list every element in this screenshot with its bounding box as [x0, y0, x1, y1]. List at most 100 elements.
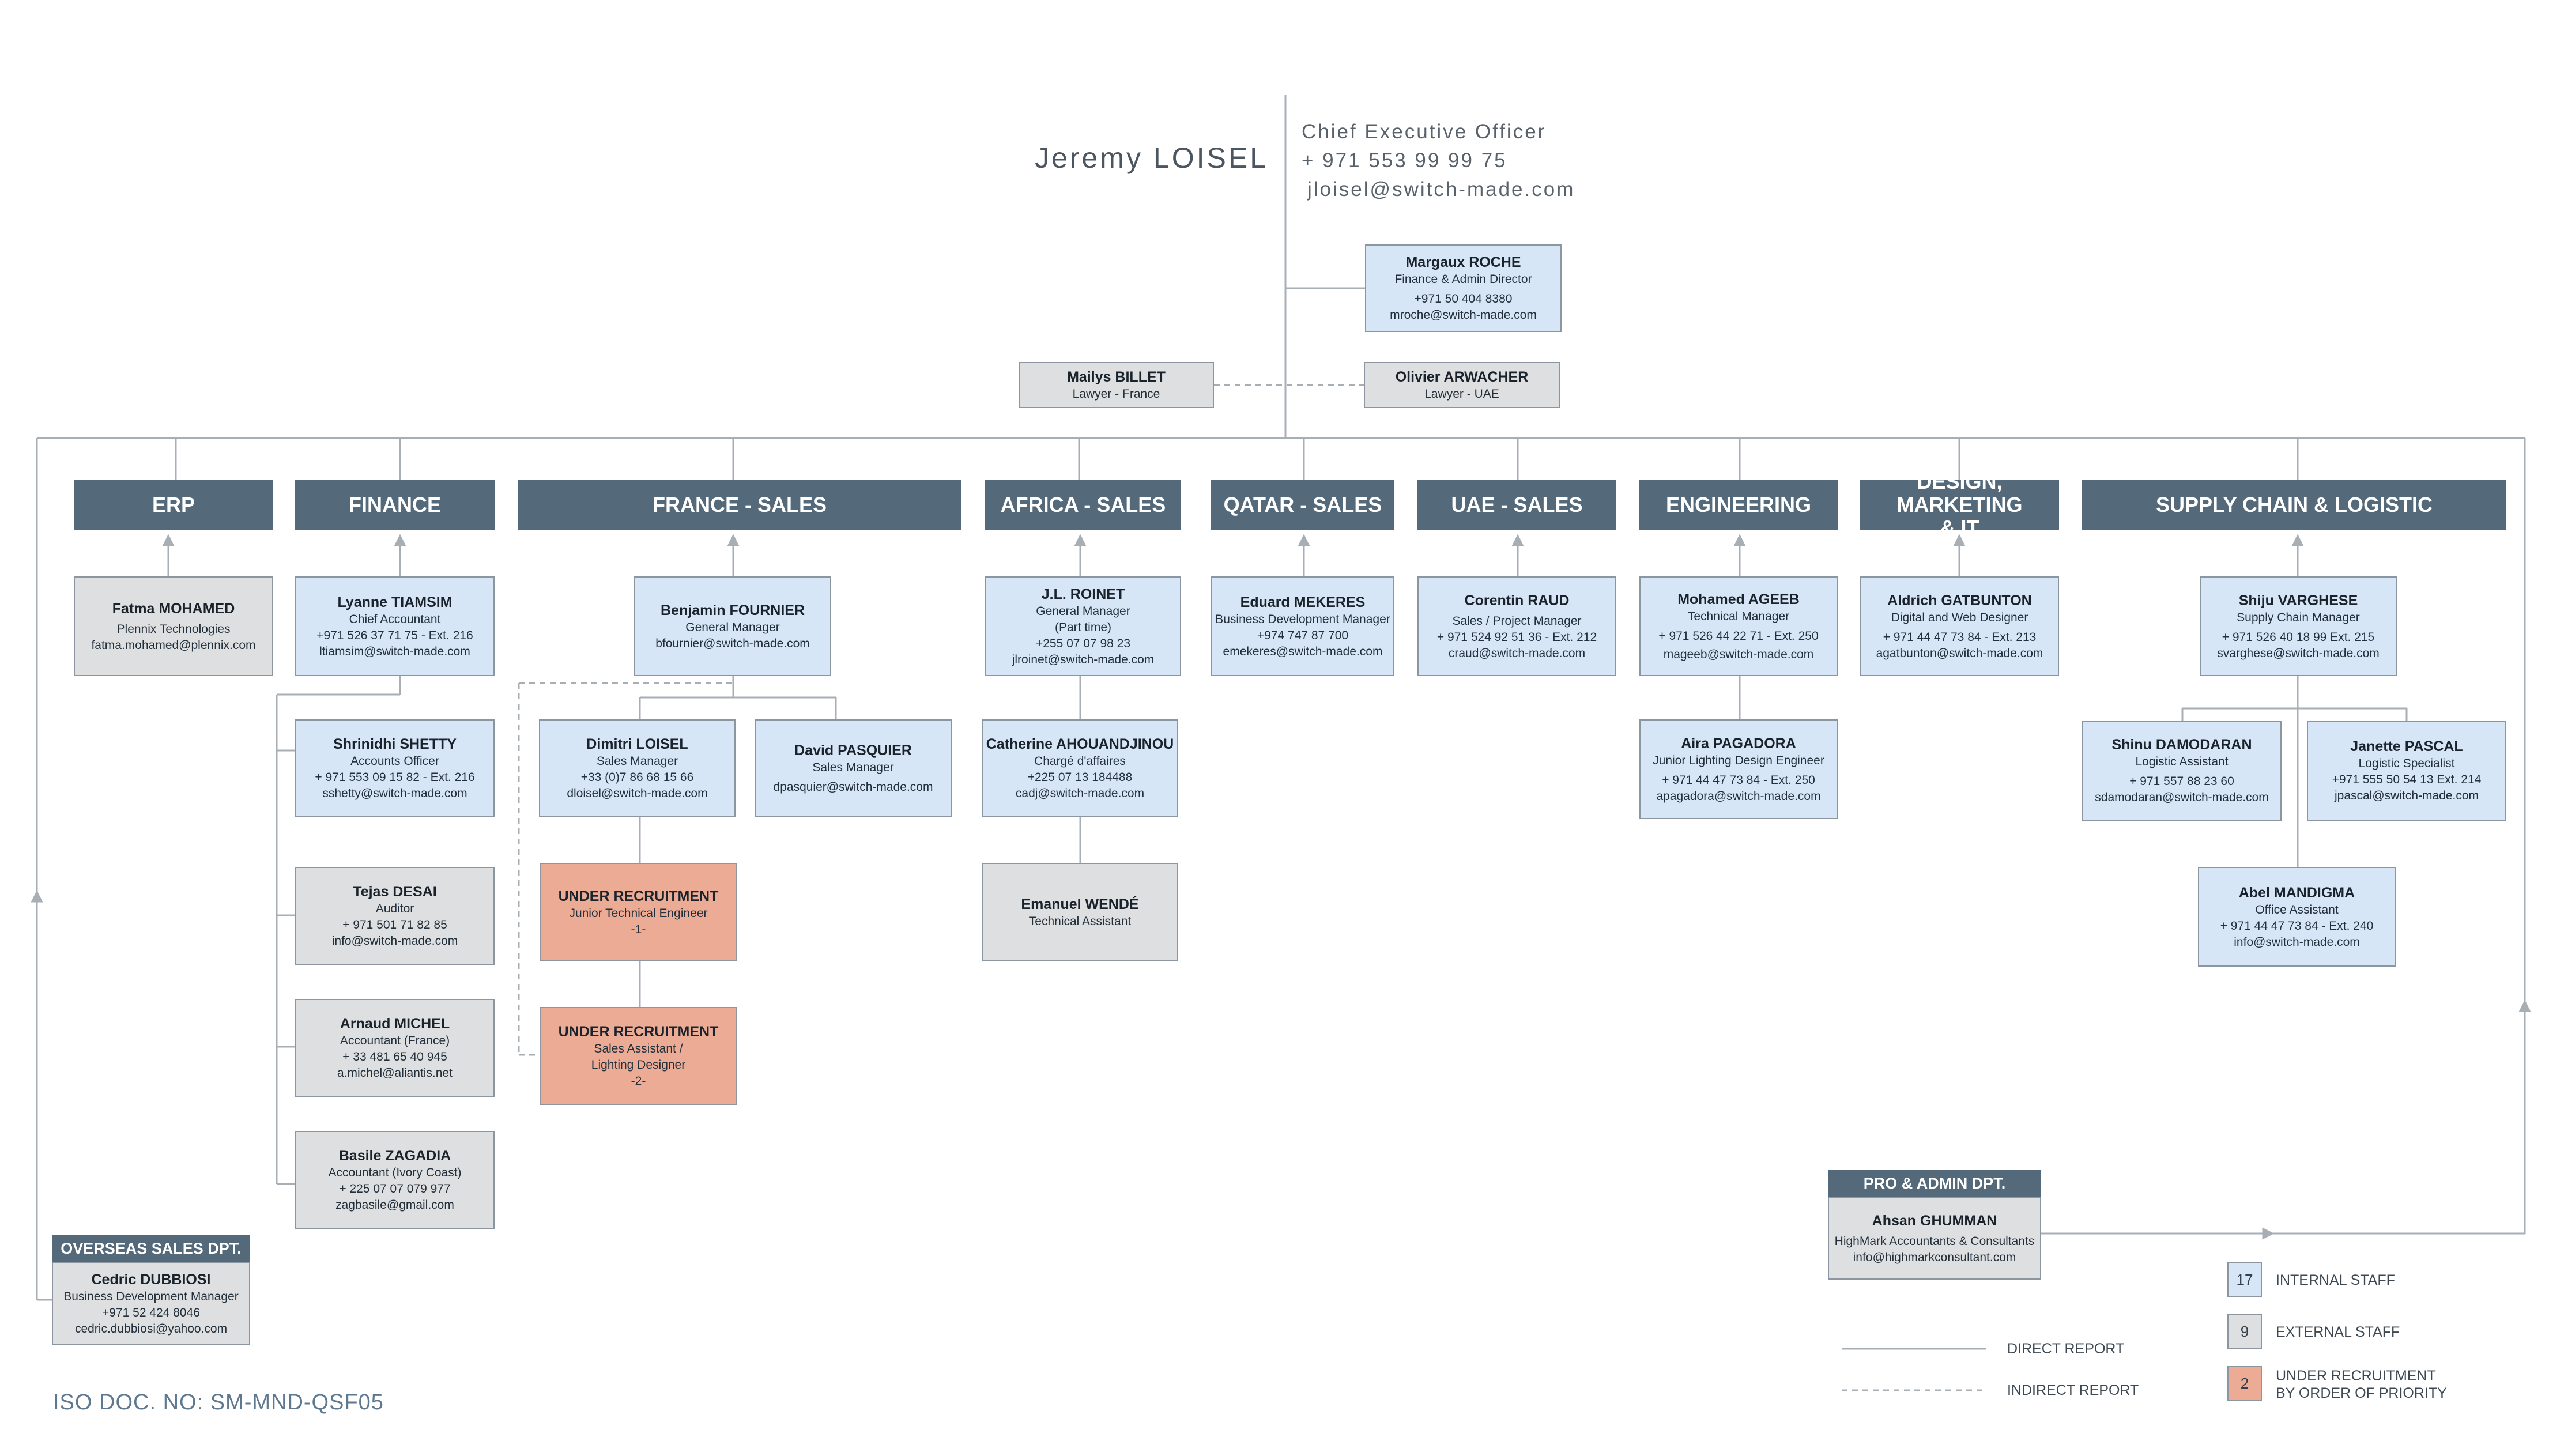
person-email: info@switch-made.com — [331, 934, 458, 948]
person-role: Logistic Specialist — [2358, 757, 2455, 770]
person-card-roinet[interactable]: J.L. ROINET General Manager (Part time) … — [985, 576, 1181, 676]
dept-header-uae-sales[interactable]: UAE - SALES — [1417, 480, 1616, 530]
person-phone: + 971 526 44 22 71 - Ext. 250 — [1658, 629, 1819, 643]
person-name: Eduard MEKERES — [1240, 594, 1366, 610]
ceo-phone: + 971 553 99 99 75 — [1302, 149, 1507, 172]
recruitment-priority: -2- — [631, 1074, 646, 1088]
person-name: Olivier ARWACHER — [1395, 369, 1529, 385]
dept-header-engineering[interactable]: ENGINEERING — [1639, 480, 1838, 530]
dept-header-finance[interactable]: FINANCE — [295, 480, 495, 530]
person-phone: + 33 481 65 40 945 — [342, 1050, 447, 1063]
person-phone: + 971 553 09 15 82 - Ext. 216 — [315, 771, 475, 784]
person-card-mandigma[interactable]: Abel MANDIGMA Office Assistant + 971 44 … — [2198, 867, 2396, 967]
person-role: Business Development Manager — [1215, 612, 1390, 626]
person-card-desai[interactable]: Tejas DESAI Auditor + 971 501 71 82 85 i… — [295, 867, 495, 965]
person-name: Janette PASCAL — [2350, 738, 2463, 755]
person-card-damodaran[interactable]: Shinu DAMODARAN Logistic Assistant + 971… — [2082, 721, 2282, 821]
person-phone: + 971 557 88 23 60 — [2129, 775, 2234, 788]
person-card-varghese[interactable]: Shiju VARGHESE Supply Chain Manager + 97… — [2200, 576, 2397, 676]
person-email: ltiamsim@switch-made.com — [319, 644, 470, 658]
person-email: cadj@switch-made.com — [1015, 787, 1145, 800]
dept-header-pro-admin[interactable]: PRO & ADMIN DPT. — [1828, 1170, 2041, 1197]
person-card-mekeres[interactable]: Eduard MEKERES Business Development Mana… — [1211, 576, 1394, 676]
person-card-gatbunton[interactable]: Aldrich GATBUNTON Digital and Web Design… — [1860, 576, 2059, 676]
person-card-ghumman[interactable]: Ahsan GHUMMAN HighMark Accountants & Con… — [1828, 1197, 2041, 1280]
person-role: Lawyer - France — [1072, 387, 1160, 401]
person-card-roche[interactable]: Margaux ROCHE Finance & Admin Director +… — [1365, 244, 1562, 332]
person-email: cedric.dubbiosi@yahoo.com — [74, 1322, 228, 1336]
legend-recruitment-label: UNDER RECRUITMENT BY ORDER OF PRIORITY — [2276, 1367, 2447, 1402]
person-card-dubbiosi[interactable]: Cedric DUBBIOSI Business Development Man… — [52, 1262, 250, 1345]
recruitment-card-1[interactable]: UNDER RECRUITMENT Junior Technical Engin… — [540, 863, 737, 961]
person-card-mohamed[interactable]: Fatma MOHAMED Plennix Technologies fatma… — [74, 576, 273, 676]
person-email: dpasquier@switch-made.com — [773, 780, 933, 794]
person-card-fournier[interactable]: Benjamin FOURNIER General Manager bfourn… — [634, 576, 831, 676]
person-email: sdamodaran@switch-made.com — [2095, 791, 2269, 804]
dept-header-supply-chain[interactable]: SUPPLY CHAIN & LOGISTIC — [2082, 480, 2506, 530]
person-email: mroche@switch-made.com — [1390, 308, 1537, 322]
person-name: Catherine AHOUANDJINOU — [986, 736, 1174, 752]
person-card-pagadora[interactable]: Aira PAGADORA Junior Lighting Design Eng… — [1639, 719, 1838, 819]
person-email: fatma.mohamed@plennix.com — [91, 638, 256, 652]
person-email: info@switch-made.com — [2234, 935, 2360, 949]
person-name: Corentin RAUD — [1464, 592, 1570, 609]
person-name: Benjamin FOURNIER — [660, 602, 805, 618]
person-name: Mohamed AGEEB — [1677, 591, 1800, 608]
person-card-dloisel[interactable]: Dimitri LOISEL Sales Manager +33 (0)7 86… — [539, 719, 736, 817]
person-card-michel[interactable]: Arnaud MICHEL Accountant (France) + 33 4… — [295, 999, 495, 1097]
person-card-ahouandjinou[interactable]: Catherine AHOUANDJINOU Chargé d'affaires… — [982, 719, 1178, 817]
dept-header-france-sales[interactable]: FRANCE - SALES — [518, 480, 961, 530]
person-role: Chargé d'affaires — [1034, 755, 1126, 768]
person-name: Fatma MOHAMED — [112, 600, 235, 617]
legend-internal-swatch: 17 — [2227, 1262, 2262, 1297]
person-role: Sales Manager — [596, 755, 678, 768]
person-phone: +225 07 13 184488 — [1027, 771, 1133, 784]
person-phone: + 225 07 07 079 977 — [339, 1182, 451, 1195]
dept-header-africa-sales[interactable]: AFRICA - SALES — [985, 480, 1181, 530]
person-name: Emanuel WENDÉ — [1021, 896, 1139, 912]
dept-header-qatar-sales[interactable]: QATAR - SALES — [1211, 480, 1394, 530]
person-email: craud@switch-made.com — [1448, 646, 1586, 660]
dept-header-erp[interactable]: ERP — [74, 480, 273, 530]
person-name: Margaux ROCHE — [1405, 254, 1521, 270]
person-role: Junior Lighting Design Engineer — [1653, 753, 1824, 767]
person-email: jpascal@switch-made.com — [2334, 789, 2479, 802]
person-email: svarghese@switch-made.com — [2217, 646, 2380, 660]
person-name: Ahsan GHUMMAN — [1872, 1212, 1997, 1229]
person-role: General Manager — [685, 620, 780, 634]
dept-header-overseas-sales[interactable]: OVERSEAS SALES DPT. — [52, 1235, 250, 1262]
person-card-pascal[interactable]: Janette PASCAL Logistic Specialist +971 … — [2307, 721, 2506, 821]
person-card-wende[interactable]: Emanuel WENDÉ Technical Assistant — [982, 863, 1178, 961]
person-name: Dimitri LOISEL — [586, 736, 688, 752]
person-card-tiamsim[interactable]: Lyanne TIAMSIM Chief Accountant +971 526… — [295, 576, 495, 676]
person-card-arwacher[interactable]: Olivier ARWACHER Lawyer - UAE — [1364, 362, 1560, 408]
person-card-zagadia[interactable]: Basile ZAGADIA Accountant (Ivory Coast) … — [295, 1131, 495, 1229]
person-name: Lyanne TIAMSIM — [337, 594, 453, 610]
person-email: bfournier@switch-made.com — [655, 636, 810, 650]
person-card-raud[interactable]: Corentin RAUD Sales / Project Manager + … — [1417, 576, 1616, 676]
ceo-email[interactable]: jloisel@switch-made.com — [1307, 178, 1575, 201]
person-card-billet[interactable]: Mailys BILLET Lawyer - France — [1019, 362, 1214, 408]
legend-external-swatch: 9 — [2227, 1314, 2262, 1349]
person-card-shetty[interactable]: Shrinidhi SHETTY Accounts Officer + 971 … — [295, 719, 495, 817]
person-name: Shinu DAMODARAN — [2111, 737, 2252, 753]
person-card-ageeb[interactable]: Mohamed AGEEB Technical Manager + 971 52… — [1639, 576, 1838, 676]
person-card-pasquier[interactable]: David PASQUIER Sales Manager dpasquier@s… — [755, 719, 952, 817]
person-name: Aira PAGADORA — [1681, 735, 1796, 752]
person-name: Abel MANDIGMA — [2238, 884, 2355, 901]
legend-external-label: EXTERNAL STAFF — [2276, 1324, 2400, 1340]
person-role: Supply Chain Manager — [2237, 610, 2360, 624]
person-phone: +974 747 87 700 — [1257, 628, 1349, 642]
person-email: sshetty@switch-made.com — [322, 787, 467, 800]
person-email: apagadora@switch-made.com — [1656, 789, 1821, 803]
person-role: Sales / Project Manager — [1452, 614, 1582, 628]
person-phone: +33 (0)7 86 68 15 66 — [580, 771, 694, 784]
legend-internal-label: INTERNAL STAFF — [2276, 1272, 2395, 1288]
recruitment-card-2[interactable]: UNDER RECRUITMENT Sales Assistant / Ligh… — [540, 1007, 737, 1105]
person-name: Basile ZAGADIA — [338, 1148, 451, 1164]
dept-header-design-marketing-it[interactable]: DESIGN, MARKETING & IT — [1860, 470, 2059, 540]
person-phone: + 971 44 47 73 84 - Ext. 240 — [2220, 919, 2374, 933]
person-role: Digital and Web Designer — [1891, 610, 2028, 624]
person-phone: +971 52 424 8046 — [102, 1306, 200, 1319]
